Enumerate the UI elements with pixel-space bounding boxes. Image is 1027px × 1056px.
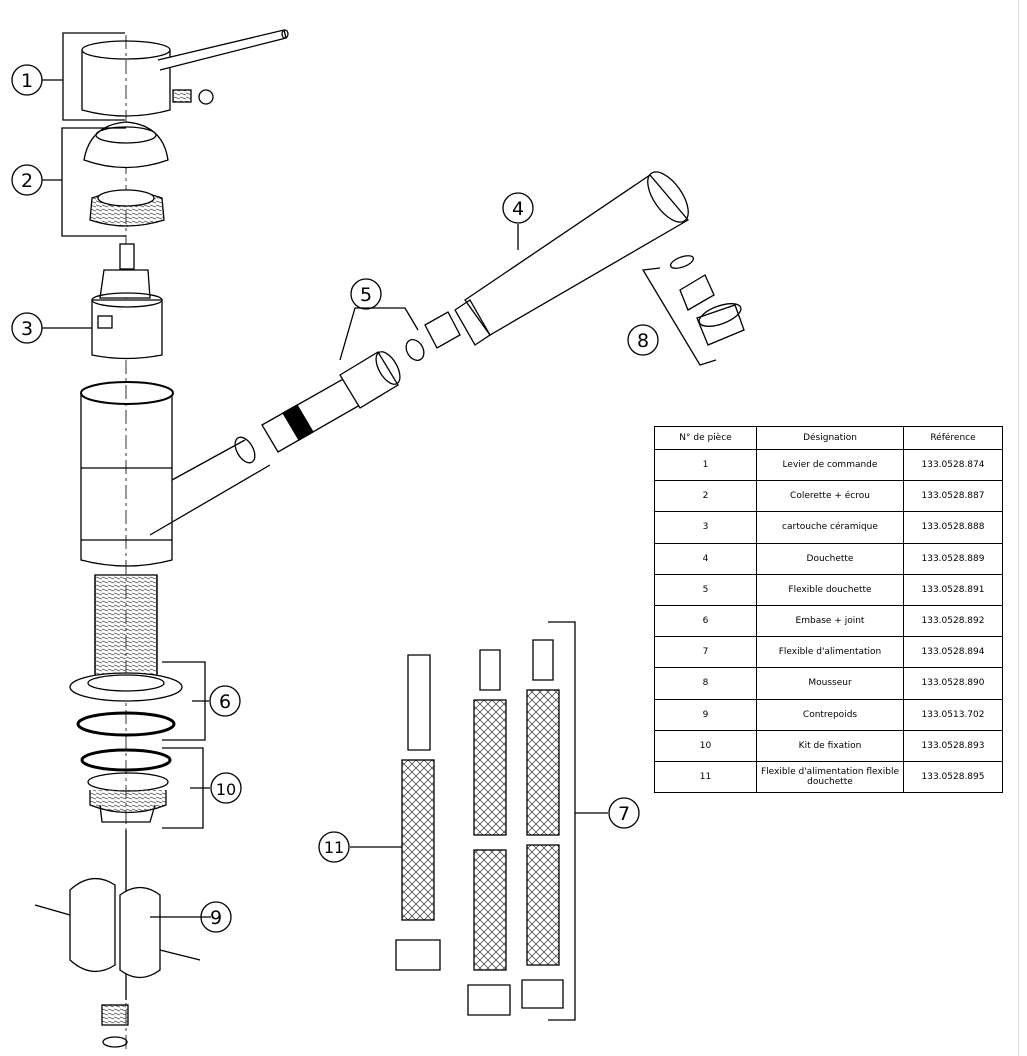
callout-2-label: 2 <box>21 170 33 192</box>
part-11-hose <box>395 654 441 971</box>
designation-cell: Levier de commande <box>756 448 904 482</box>
callout-5: 5 <box>350 278 382 310</box>
column-header-part-number: N° de pièce <box>654 426 757 450</box>
part-2-collar-nut <box>83 121 169 227</box>
part-number-cell: 11 <box>654 760 757 794</box>
callout-7-label: 7 <box>618 803 630 825</box>
part-8-aerator <box>669 255 745 346</box>
designation-cell: Flexible d'alimentation flexible douchet… <box>756 760 904 794</box>
part-5-shower-hose <box>261 311 461 453</box>
callout-11-label: 11 <box>324 838 344 857</box>
faucet-body <box>80 381 271 686</box>
part-number-cell: 4 <box>654 542 757 575</box>
part-1-lever <box>81 29 289 117</box>
table-header-row: N° de pièce Désignation Référence <box>654 426 1003 450</box>
bracket-2 <box>61 127 126 237</box>
callout-8-label: 8 <box>637 330 649 352</box>
reference-cell: 133.0528.893 <box>903 729 1003 762</box>
part-number-cell: 7 <box>654 636 757 669</box>
reference-cell: 133.0528.888 <box>903 511 1003 544</box>
part-10-fixing-kit <box>80 748 172 823</box>
callout-10: 10 <box>210 772 242 804</box>
reference-cell: 133.0528.890 <box>903 667 1003 700</box>
bracket-7 <box>548 621 576 1021</box>
callout-10-label: 10 <box>216 780 236 799</box>
callout-1-label: 1 <box>21 70 33 92</box>
callout-1: 1 <box>11 64 43 96</box>
part-number-cell: 2 <box>654 480 757 513</box>
part-7-hoses <box>467 639 564 1016</box>
reference-cell: 133.0528.894 <box>903 636 1003 669</box>
column-header-designation: Désignation <box>756 426 904 450</box>
part-9-counterweight <box>34 830 201 1048</box>
reference-cell: 133.0528.887 <box>903 480 1003 513</box>
part-number-cell: 9 <box>654 698 757 731</box>
callout-5-label: 5 <box>360 284 372 306</box>
designation-cell: Kit de fixation <box>756 729 904 762</box>
reference-cell: 133.0528.892 <box>903 604 1003 638</box>
bracket-8 <box>641 267 717 366</box>
callout-6: 6 <box>209 685 241 717</box>
part-number-cell: 5 <box>654 573 757 606</box>
bracket-1 <box>62 32 125 121</box>
page-edge-line <box>1018 0 1019 1056</box>
callout-3: 3 <box>11 312 43 344</box>
designation-cell: Embase + joint <box>756 604 904 638</box>
reference-cell: 133.0528.889 <box>903 542 1003 575</box>
callout-9-label: 9 <box>210 907 222 929</box>
callout-7: 7 <box>608 797 640 829</box>
designation-cell: Contrepoids <box>756 698 904 731</box>
part-4-hand-shower <box>454 171 689 346</box>
designation-cell: Colerette + écrou <box>756 480 904 513</box>
part-number-cell: 1 <box>654 448 757 482</box>
designation-cell: Flexible d'alimentation <box>756 636 904 669</box>
part-number-cell: 3 <box>654 511 757 544</box>
bracket-5 <box>339 307 419 361</box>
designation-cell: cartouche céramique <box>756 511 904 544</box>
reference-cell: 133.0528.874 <box>903 448 1003 482</box>
callout-11: 11 <box>318 831 350 863</box>
part-number-cell: 10 <box>654 729 757 762</box>
callout-8: 8 <box>627 324 659 356</box>
part-3-cartridge <box>91 243 163 360</box>
callout-2: 2 <box>11 164 43 196</box>
callout-4: 4 <box>502 192 534 224</box>
callout-3-label: 3 <box>21 318 33 340</box>
callout-4-label: 4 <box>512 198 524 220</box>
reference-cell: 133.0528.891 <box>903 573 1003 606</box>
part-number-cell: 8 <box>654 667 757 700</box>
part-6-base-seal <box>69 672 183 737</box>
designation-cell: Douchette <box>756 542 904 575</box>
designation-cell: Mousseur <box>756 667 904 700</box>
part-number-cell: 6 <box>654 604 757 638</box>
callout-9: 9 <box>200 901 232 933</box>
column-header-reference: Référence <box>903 426 1003 450</box>
reference-cell: 133.0528.895 <box>903 760 1003 794</box>
callout-6-label: 6 <box>219 691 231 713</box>
reference-cell: 133.0513.702 <box>903 698 1003 731</box>
designation-cell: Flexible douchette <box>756 573 904 606</box>
